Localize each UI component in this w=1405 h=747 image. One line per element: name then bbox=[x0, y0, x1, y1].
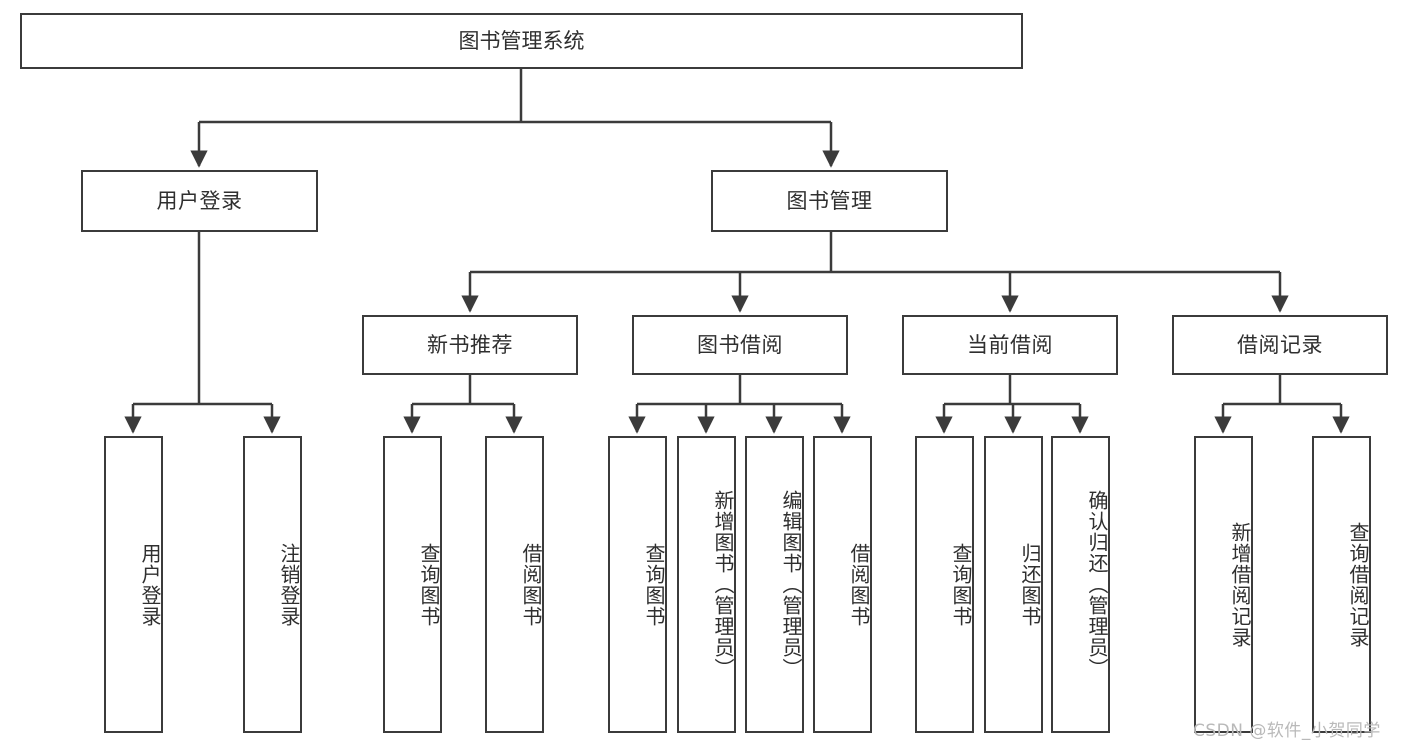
leaf-current-borrow-return-books[interactable]: 归还图书 bbox=[984, 436, 1043, 733]
leaf-current-borrow-query-books[interactable]: 查询图书 bbox=[915, 436, 974, 733]
node-new-book-recommend[interactable]: 新书推荐 bbox=[362, 315, 578, 375]
leaf-label: 借阅图书 bbox=[847, 542, 871, 627]
leaf-user-login-logout[interactable]: 注销登录 bbox=[243, 436, 302, 733]
leaf-book-borrow-add-book-admin[interactable]: 新增图书（管理员） bbox=[677, 436, 736, 733]
leaf-new-book-query-books[interactable]: 查询图书 bbox=[383, 436, 442, 733]
node-borrow-record[interactable]: 借阅记录 bbox=[1172, 315, 1388, 375]
node-root-system[interactable]: 图书管理系统 bbox=[20, 13, 1023, 69]
leaf-borrow-record-add-record[interactable]: 新增借阅记录 bbox=[1194, 436, 1253, 733]
leaf-label: 编辑图书（管理员） bbox=[779, 490, 803, 679]
leaf-label: 用户登录 bbox=[138, 542, 162, 627]
node-user-login[interactable]: 用户登录 bbox=[81, 170, 318, 232]
leaf-user-login-login[interactable]: 用户登录 bbox=[104, 436, 163, 733]
leaf-book-borrow-edit-book-admin[interactable]: 编辑图书（管理员） bbox=[745, 436, 804, 733]
leaf-label: 新增借阅记录 bbox=[1228, 521, 1252, 648]
leaf-book-borrow-query-books[interactable]: 查询图书 bbox=[608, 436, 667, 733]
leaf-label: 注销登录 bbox=[277, 542, 301, 627]
leaf-new-book-borrow-books[interactable]: 借阅图书 bbox=[485, 436, 544, 733]
leaf-current-borrow-confirm-return-admin[interactable]: 确认归还（管理员） bbox=[1051, 436, 1110, 733]
watermark-text: CSDN @软件_小贺同学 bbox=[1193, 721, 1381, 741]
leaf-label: 借阅图书 bbox=[519, 542, 543, 627]
leaf-label: 归还图书 bbox=[1018, 542, 1042, 627]
leaf-borrow-record-query-record[interactable]: 查询借阅记录 bbox=[1312, 436, 1371, 733]
leaf-label: 新增图书（管理员） bbox=[711, 490, 735, 679]
leaf-label: 查询图书 bbox=[949, 542, 973, 627]
leaf-label: 查询图书 bbox=[417, 542, 441, 627]
leaf-label: 查询借阅记录 bbox=[1346, 521, 1370, 648]
leaf-label: 查询图书 bbox=[642, 542, 666, 627]
node-book-borrow[interactable]: 图书借阅 bbox=[632, 315, 848, 375]
leaf-book-borrow-borrow-books[interactable]: 借阅图书 bbox=[813, 436, 872, 733]
node-book-management[interactable]: 图书管理 bbox=[711, 170, 948, 232]
node-current-borrow[interactable]: 当前借阅 bbox=[902, 315, 1118, 375]
leaf-label: 确认归还（管理员） bbox=[1085, 490, 1109, 679]
